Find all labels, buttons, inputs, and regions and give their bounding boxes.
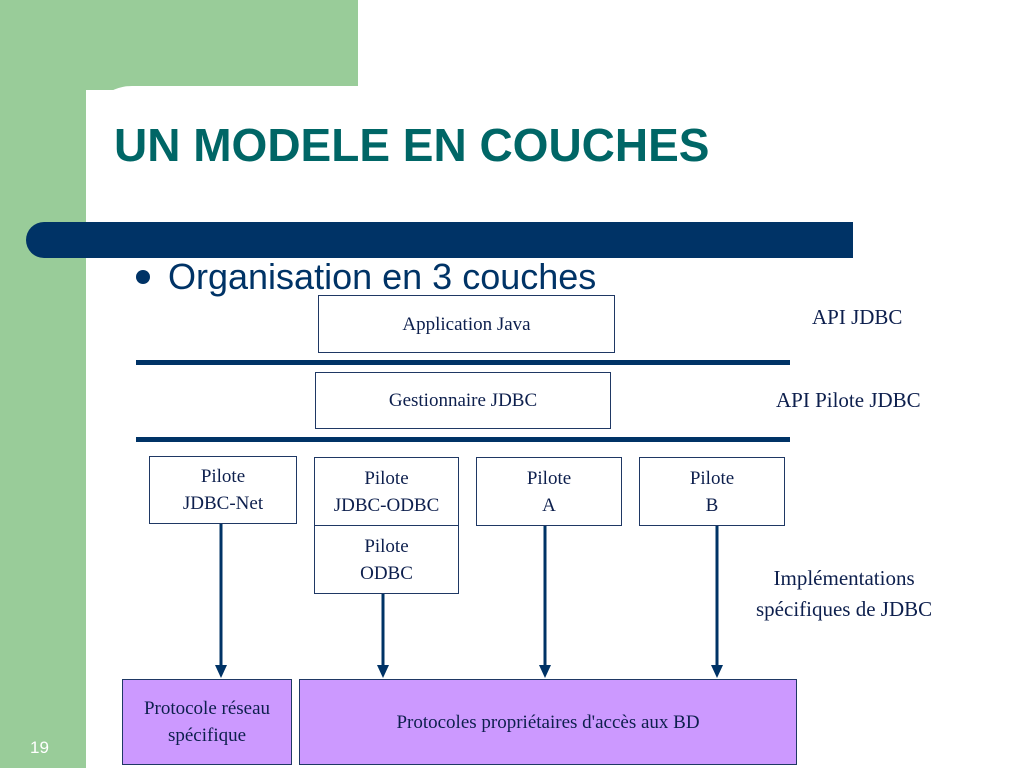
layer-separator-2	[136, 437, 790, 442]
box-gestionnaire-jdbc-label: Gestionnaire JDBC	[388, 390, 538, 411]
protocoles-proprietaires-label: Protocoles propriétaires d'accès aux BD	[396, 711, 700, 733]
label-implementations-line1: Implémentations	[773, 566, 915, 590]
slide-title: UN MODELE EN COUCHES	[114, 119, 710, 171]
layer-separator-1	[136, 360, 790, 365]
label-implementations: Implémentations spécifiques de JDBC	[756, 563, 932, 625]
box-pilote-jdbc-odbc: Pilote JDBC-ODBC	[314, 457, 459, 526]
decor-green-left	[0, 0, 86, 768]
pilote-odbc-line1: Pilote	[364, 535, 409, 557]
pilote-jdbc-net-line1: Pilote	[200, 466, 246, 487]
box-pilote-a: Pilote A	[476, 457, 622, 526]
box-application-java-label: Application Java	[402, 313, 531, 335]
pilote-odbc-line2: ODBC	[360, 562, 413, 584]
label-implementations-line2: spécifiques de JDBC	[756, 597, 933, 621]
label-api-jdbc: API JDBC	[812, 305, 903, 329]
box-pilote-odbc: Pilote ODBC	[314, 525, 459, 594]
box-pilote-jdbc-net: Pilote JDBC-Net	[149, 456, 297, 524]
bullet-dot-icon	[136, 270, 150, 284]
protocole-reseau-line2: spécifique	[167, 725, 247, 746]
pilote-jdbc-odbc-line2: JDBC-ODBC	[333, 494, 440, 516]
box-application-java: Application Java	[318, 295, 615, 353]
box-protocoles-proprietaires: Protocoles propriétaires d'accès aux BD	[299, 679, 797, 765]
box-gestionnaire-jdbc: Gestionnaire JDBC	[315, 372, 611, 429]
title-underline-bar	[26, 222, 853, 258]
box-protocole-reseau: Protocole réseau spécifique	[122, 679, 292, 765]
pilote-b-line2: B	[705, 494, 719, 516]
protocole-reseau-line1: Protocole réseau	[143, 698, 271, 719]
pilote-jdbc-net-line2: JDBC-Net	[182, 493, 264, 514]
pilote-a-line2: A	[542, 494, 556, 516]
label-api-pilote-jdbc: API Pilote JDBC	[776, 388, 921, 412]
box-pilote-b: Pilote B	[639, 457, 785, 526]
bullet-text: Organisation en 3 couches	[168, 256, 597, 297]
pilote-jdbc-odbc-line1: Pilote	[364, 467, 409, 489]
pilote-b-line1: Pilote	[689, 467, 735, 489]
slide-number: 19	[30, 738, 49, 757]
pilote-a-line1: Pilote	[526, 467, 572, 489]
